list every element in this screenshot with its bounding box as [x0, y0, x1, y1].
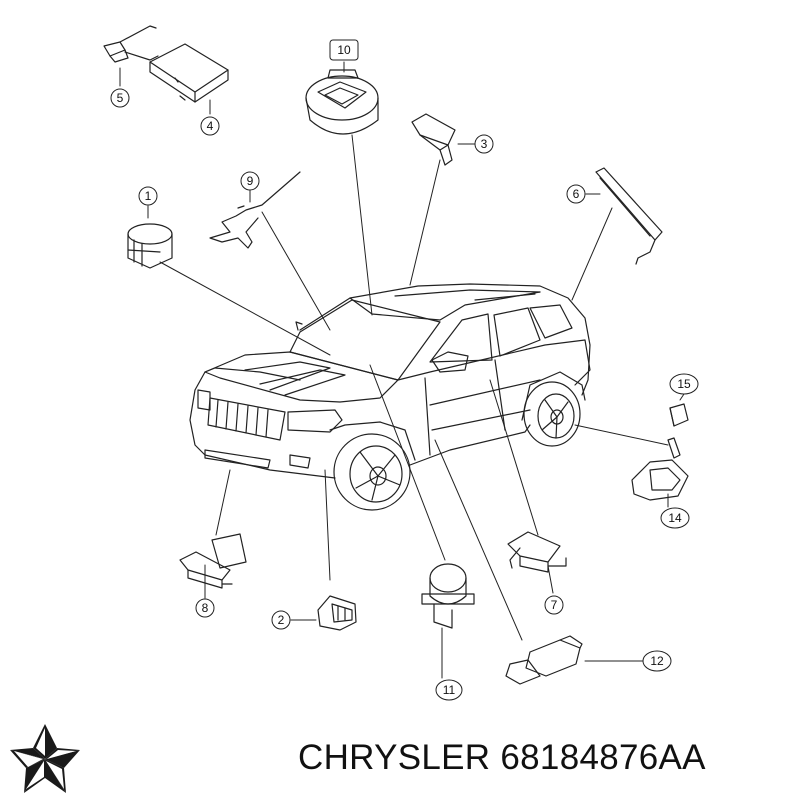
part-12-sensor: [505, 635, 583, 685]
callout-3: 3: [474, 134, 494, 154]
svg-text:6: 6: [573, 187, 580, 201]
part-2-sensor: [317, 595, 357, 631]
part-8-sensor: [179, 533, 247, 589]
callout-markers: 1 2 3 4 5 6 7 8 9 10 11 12 14 15: [110, 39, 699, 701]
callout-14: 14: [660, 507, 690, 529]
part-7-sensor: [507, 531, 567, 573]
callout-6: 6: [566, 184, 586, 204]
svg-text:14: 14: [668, 511, 682, 525]
svg-text:5: 5: [117, 91, 124, 105]
callout-15: 15: [669, 373, 699, 395]
vehicle-illustration: [189, 283, 591, 511]
svg-text:2: 2: [278, 613, 285, 627]
callout-4: 4: [200, 116, 220, 136]
callout-2: 2: [271, 610, 291, 630]
svg-text:9: 9: [247, 174, 254, 188]
svg-text:8: 8: [202, 601, 209, 615]
svg-text:15: 15: [677, 377, 691, 391]
svg-text:10: 10: [337, 43, 351, 57]
svg-text:11: 11: [443, 683, 456, 697]
svg-text:1: 1: [145, 189, 152, 203]
part-4-control-module: [149, 43, 229, 103]
part-number-label: CHRYSLER 68184876AA: [298, 738, 706, 777]
svg-text:4: 4: [207, 119, 214, 133]
part-11-sensor: [421, 563, 475, 629]
svg-text:7: 7: [551, 598, 558, 612]
callout-9: 9: [240, 171, 260, 191]
callout-12: 12: [642, 650, 672, 672]
part-15-valve-cap: [669, 403, 689, 427]
callout-11: 11: [435, 679, 463, 701]
svg-text:3: 3: [481, 137, 488, 151]
chrysler-pentastar-icon: [10, 724, 80, 793]
part-1-sensor: [127, 223, 173, 269]
part-5-sensor: [103, 25, 159, 63]
svg-text:12: 12: [650, 654, 664, 668]
part-9-antenna-wire: [209, 171, 301, 249]
callout-5: 5: [110, 88, 130, 108]
part-3-sensor: [411, 113, 456, 166]
leader-lines: [119, 61, 685, 679]
callout-8: 8: [195, 598, 215, 618]
callout-7: 7: [544, 595, 564, 615]
part-14-tpms-sensor: [631, 437, 689, 501]
part-6-airbag-sensor: [595, 167, 663, 265]
callout-10: 10: [329, 39, 359, 61]
part-10-ignition-switch: [305, 69, 379, 135]
callout-1: 1: [138, 186, 158, 206]
